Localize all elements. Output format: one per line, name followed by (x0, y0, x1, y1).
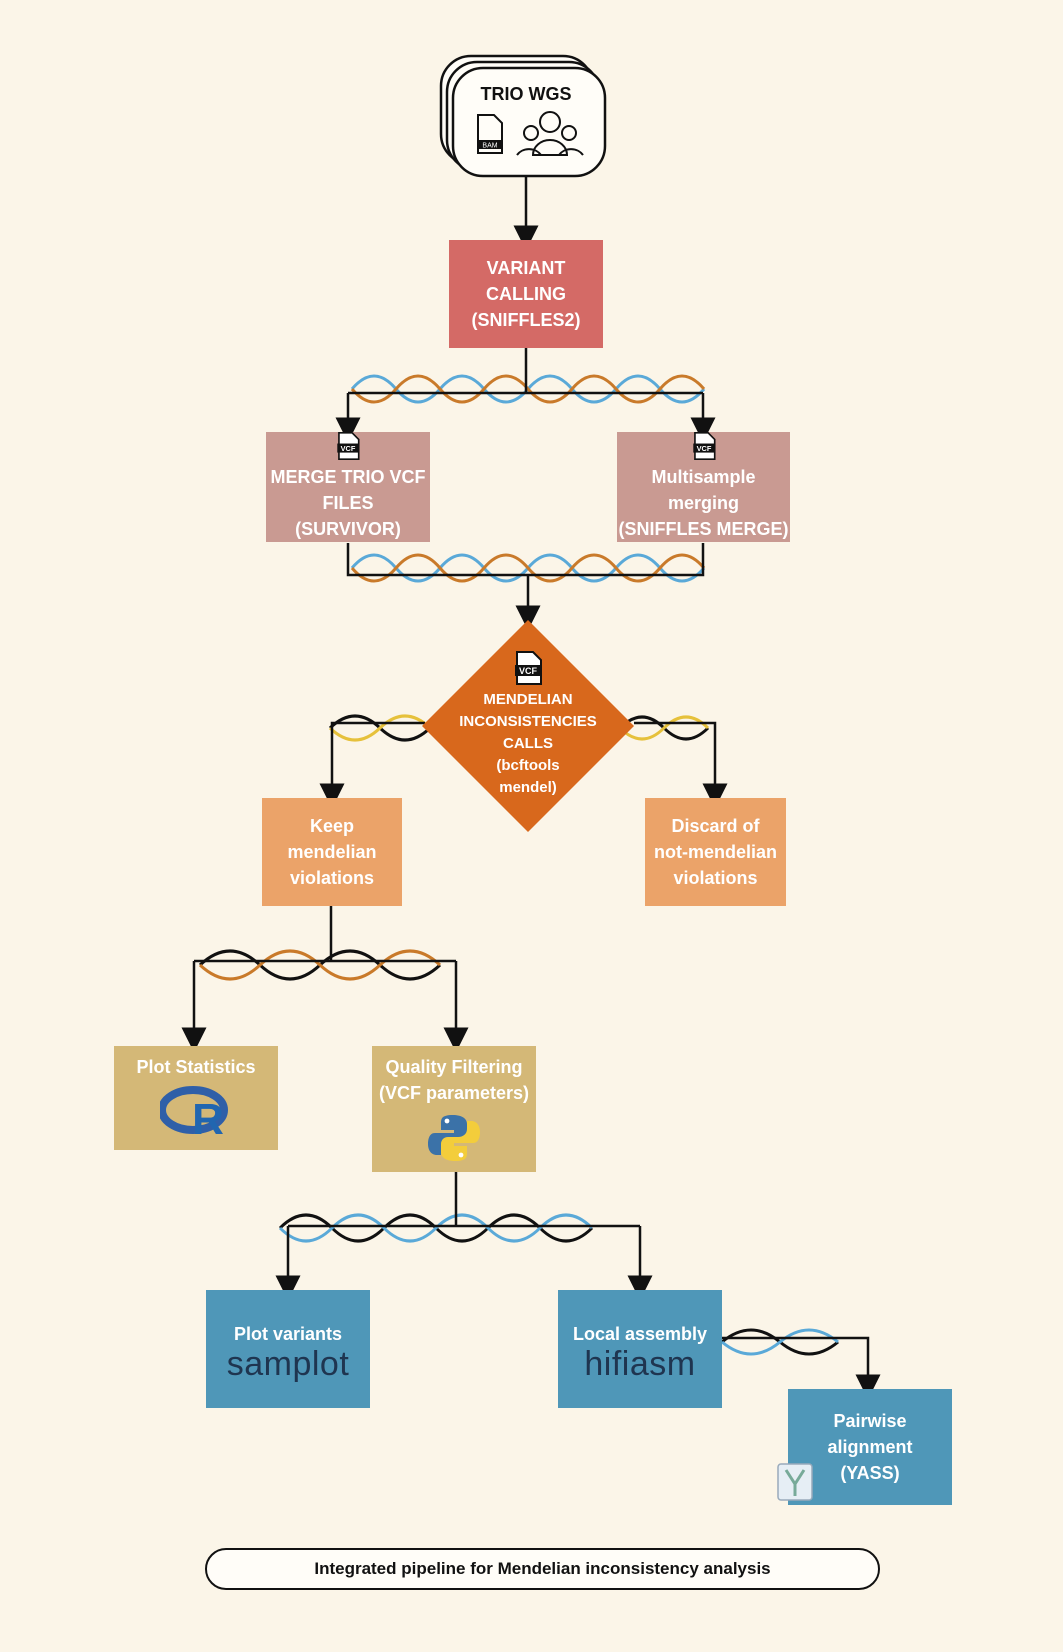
trio-wgs-title: TRIO WGS (481, 84, 572, 104)
svg-text:VCF: VCF (519, 666, 538, 676)
multisample-merge-node: VCF Multisample merging (SNIFFLES MERGE) (617, 432, 790, 542)
local-assembly-label: Local assembly (572, 1324, 708, 1344)
pairwise-alignment-label: Pairwise alignment (YASS) (827, 1411, 913, 1483)
dna-helix-decor (198, 374, 839, 1356)
variant-calling-node: VARIANT CALLING (SNIFFLES2) (449, 240, 603, 348)
mendelian-diamond (422, 620, 634, 832)
pairwise-alignment-node: Pairwise alignment (YASS) (788, 1389, 952, 1505)
svg-text:VCF: VCF (696, 444, 711, 453)
bam-file-icon: BAM (477, 114, 503, 154)
merge-survivor-label: MERGE TRIO VCF FILES (SURVIVOR) (270, 467, 426, 539)
svg-text:VCF: VCF (341, 444, 356, 453)
variant-calling-label: VARIANT CALLING (SNIFFLES2) (471, 258, 581, 330)
keep-violations-label: Keep mendelian violations (287, 816, 377, 888)
bam-label: BAM (482, 143, 497, 150)
discard-violations-label: Discard of not-mendelian violations (653, 816, 777, 888)
plot-variants-label: Plot variants (233, 1324, 343, 1344)
local-assembly-node: Local assembly hifiasm (558, 1290, 722, 1408)
discard-violations-node: Discard of not-mendelian violations (645, 798, 786, 906)
caption-box: Integrated pipeline for Mendelian incons… (205, 1548, 880, 1590)
mendelian-node: VCF MENDELIAN INCONSISTENCIES CALLS (bcf… (452, 642, 604, 808)
merge-survivor-node: VCF MERGE TRIO VCF FILES (SURVIVOR) (266, 432, 430, 542)
family-icon (516, 111, 584, 156)
samplot-logo: samplot (226, 1345, 350, 1383)
vcf-file-icon: VCF (515, 651, 542, 685)
hifiasm-logo: hifiasm (584, 1345, 696, 1383)
plot-statistics-label: Plot Statistics (136, 1057, 256, 1077)
connectors (181, 175, 881, 1400)
trio-wgs-input: TRIO WGS BAM (439, 54, 607, 178)
vcf-file-icon: VCF (692, 432, 716, 460)
quality-filtering-node: Quality Filtering (VCF parameters) (372, 1046, 536, 1172)
vcf-file-icon: VCF (337, 432, 360, 460)
keep-violations-node: Keep mendelian violations (262, 798, 402, 906)
svg-text:R: R (192, 1095, 224, 1138)
multisample-merge-label: Multisample merging (SNIFFLES MERGE) (618, 467, 789, 539)
caption-text: Integrated pipeline for Mendelian incons… (314, 1559, 771, 1578)
r-logo-icon: R (160, 1086, 228, 1138)
plot-variants-node: Plot variants samplot (206, 1290, 370, 1408)
python-logo-icon (428, 1115, 480, 1161)
yass-logo-icon (777, 1463, 813, 1501)
plot-statistics-node: Plot Statistics R (114, 1046, 278, 1150)
mendelian-label: MENDELIAN INCONSISTENCIES CALLS (bcftool… (459, 691, 597, 796)
quality-filtering-label: Quality Filtering (VCF parameters) (378, 1057, 530, 1103)
